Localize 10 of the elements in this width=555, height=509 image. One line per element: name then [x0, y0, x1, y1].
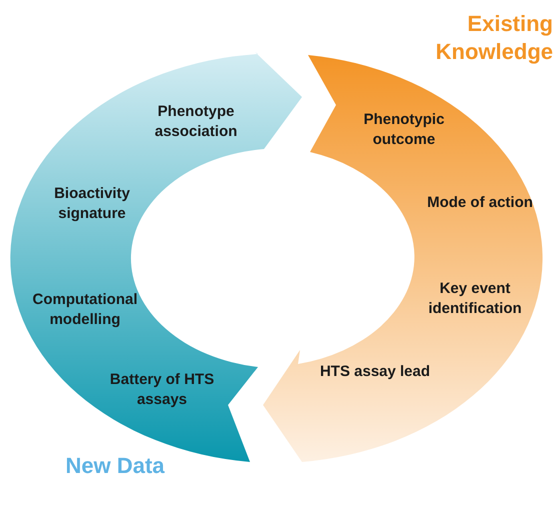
cycle-title: New Data: [64, 452, 166, 480]
step-label: Battery of HTS assays: [108, 370, 216, 410]
cycle-title: Existing Knowledge: [434, 10, 553, 66]
step-label: Phenotypic outcome: [362, 110, 446, 150]
step-label: Computational modelling: [32, 290, 138, 330]
step-label: Mode of action: [426, 193, 534, 213]
step-label: Bioactivity signature: [53, 184, 131, 224]
step-label: HTS assay lead: [318, 362, 432, 382]
step-label: Key event identification: [427, 279, 523, 319]
step-label: Phenotype association: [154, 102, 238, 142]
